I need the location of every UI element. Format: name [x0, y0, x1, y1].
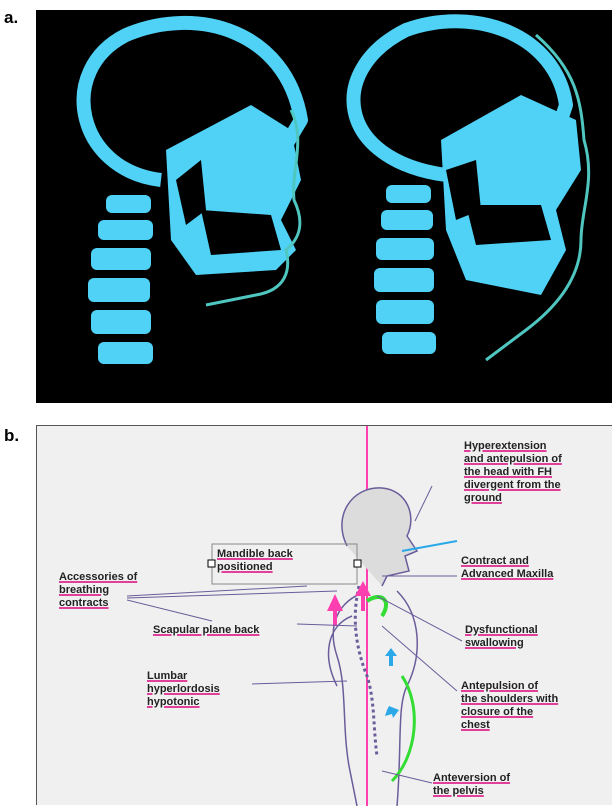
pink-arrow-left	[327, 594, 343, 626]
panel-b-label: b.	[4, 426, 19, 446]
annotation-swallowing: Dysfunctional swallowing	[465, 624, 538, 650]
annotation-shoulders: Antepulsion of the shoulders with closur…	[461, 680, 558, 732]
mandible-box-handle-left	[208, 560, 215, 567]
cyan-arrow-lower	[385, 706, 399, 718]
skull-illustrations	[36, 10, 612, 403]
body-outline	[333, 591, 417, 806]
annotation-accessories: Accessories of breathing contracts	[59, 571, 137, 610]
right-cervical-spine	[374, 185, 436, 354]
skull-illustration-panel	[36, 10, 612, 403]
arrow-lumbar	[252, 681, 347, 684]
arrow-hyperextension	[415, 486, 432, 521]
green-curve-abdomen	[392, 676, 414, 781]
left-face	[166, 105, 301, 275]
mandible-box-handle-right	[354, 560, 361, 567]
annotation-lumbar: Lumbar hyperlordosis hypotonic	[147, 670, 220, 709]
annotation-hyperextension: Hyperextension and antepulsion of the he…	[464, 440, 562, 505]
pink-arrow-right	[355, 581, 371, 611]
annotation-mandible: Mandible back positioned	[217, 548, 293, 574]
posture-diagram-panel: Hyperextension and antepulsion of the he…	[36, 425, 612, 805]
cyan-arrow-upper	[385, 648, 397, 666]
annotation-maxilla: Contract and Advanced Maxilla	[461, 555, 553, 581]
arrow-pelvis	[382, 771, 432, 783]
arrow-scapular	[297, 624, 357, 626]
left-cervical-spine	[88, 195, 153, 364]
annotation-pelvis: Anteversion of the pelvis	[433, 772, 510, 798]
arrow-shoulders	[382, 626, 457, 691]
annotation-scapular: Scapular plane back	[153, 624, 259, 637]
arrow-swallowing	[377, 596, 462, 641]
right-face	[441, 95, 581, 295]
arrow-accessories-3	[127, 600, 212, 621]
panel-a-label: a.	[4, 8, 18, 28]
head-outline	[342, 488, 417, 586]
arm-outline	[329, 616, 352, 686]
